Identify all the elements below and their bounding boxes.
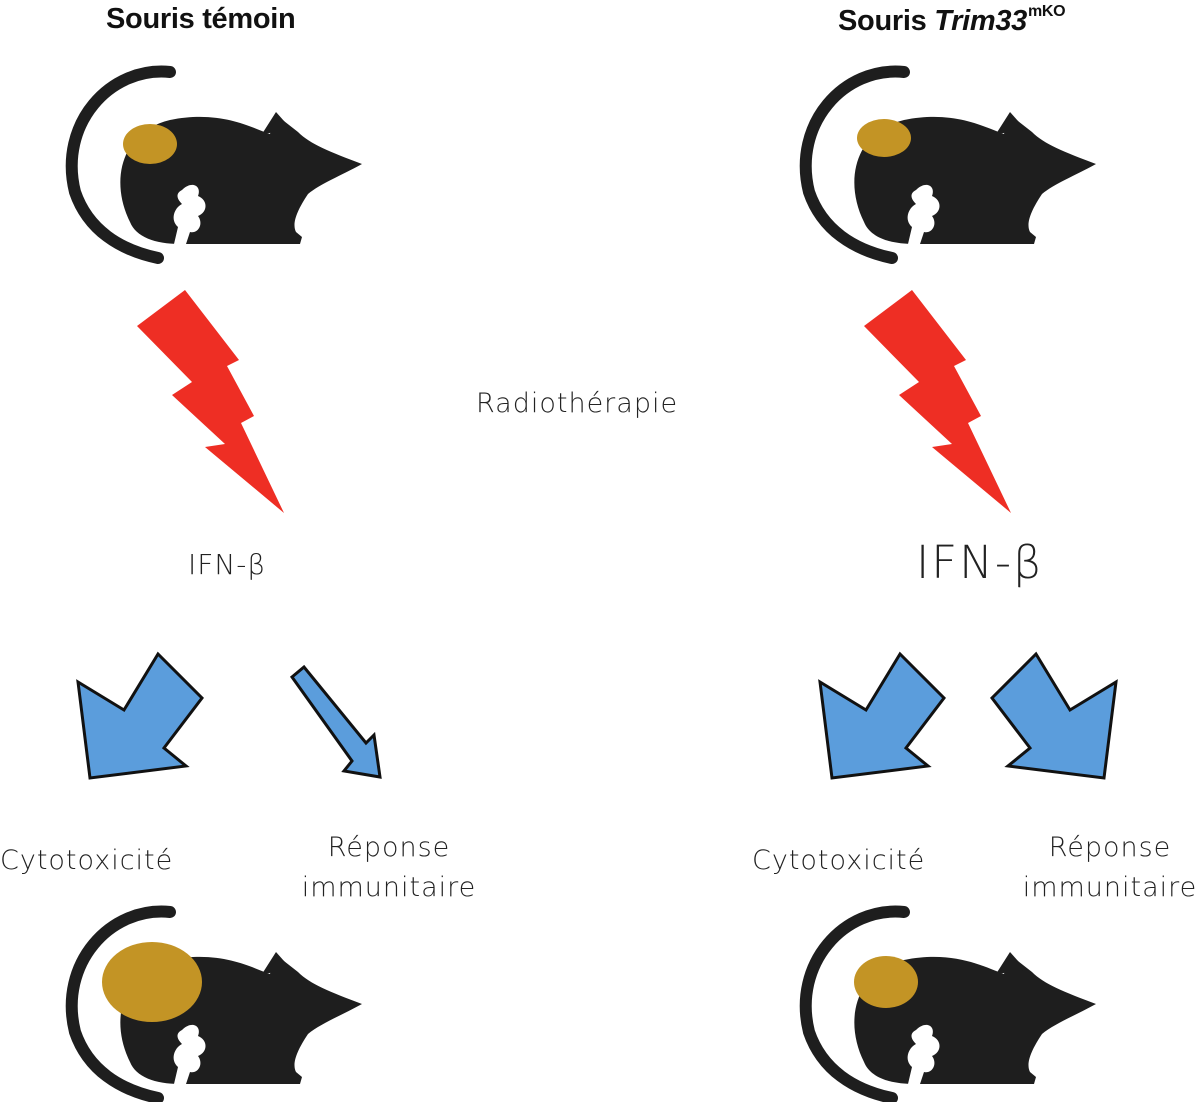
- left-outcome-immune: Réponse immunitaire: [296, 828, 482, 908]
- right-mouse-top: [804, 72, 1104, 262]
- right-outcome-immune-line1: Réponse: [1048, 832, 1172, 863]
- left-title: Souris témoin: [106, 3, 296, 35]
- right-outcome-immune: Réponse immunitaire: [1020, 828, 1200, 908]
- right-title-sup: mKO: [1027, 3, 1066, 20]
- right-lightning-icon: [864, 290, 1011, 513]
- left-outcome-immune-line1: Réponse: [327, 832, 451, 863]
- left-arrow-cytotoxicity: [76, 651, 204, 780]
- right-arrow-cytotoxicity: [818, 651, 946, 780]
- left-mouse-bottom: [70, 912, 370, 1102]
- right-outcome-immune-line2: immunitaire: [1022, 872, 1198, 903]
- left-tumor-bottom: [102, 942, 202, 1022]
- left-outcome-immune-line2: immunitaire: [301, 872, 477, 903]
- left-outcome-cytotoxicity: Cytotoxicité: [0, 845, 174, 876]
- left-signal: IFN-β: [188, 548, 267, 581]
- right-mouse-bottom: [804, 912, 1104, 1102]
- right-outcome-cytotoxicity: Cytotoxicité: [752, 845, 926, 876]
- right-tumor-bottom: [854, 956, 918, 1008]
- right-title: Souris Trim33mKO: [838, 3, 1066, 38]
- right-tumor-top: [857, 119, 911, 157]
- left-arrow-immune: [289, 664, 382, 779]
- left-mouse-top: [70, 72, 370, 262]
- right-signal: IFN-β: [916, 536, 1044, 589]
- right-title-prefix: Souris: [838, 5, 935, 37]
- right-title-gene: Trim33: [934, 5, 1027, 37]
- center-label: Radiothérapie: [476, 388, 679, 419]
- left-tumor-top: [123, 124, 177, 164]
- left-lightning-icon: [137, 290, 284, 513]
- right-arrow-immune: [990, 651, 1118, 780]
